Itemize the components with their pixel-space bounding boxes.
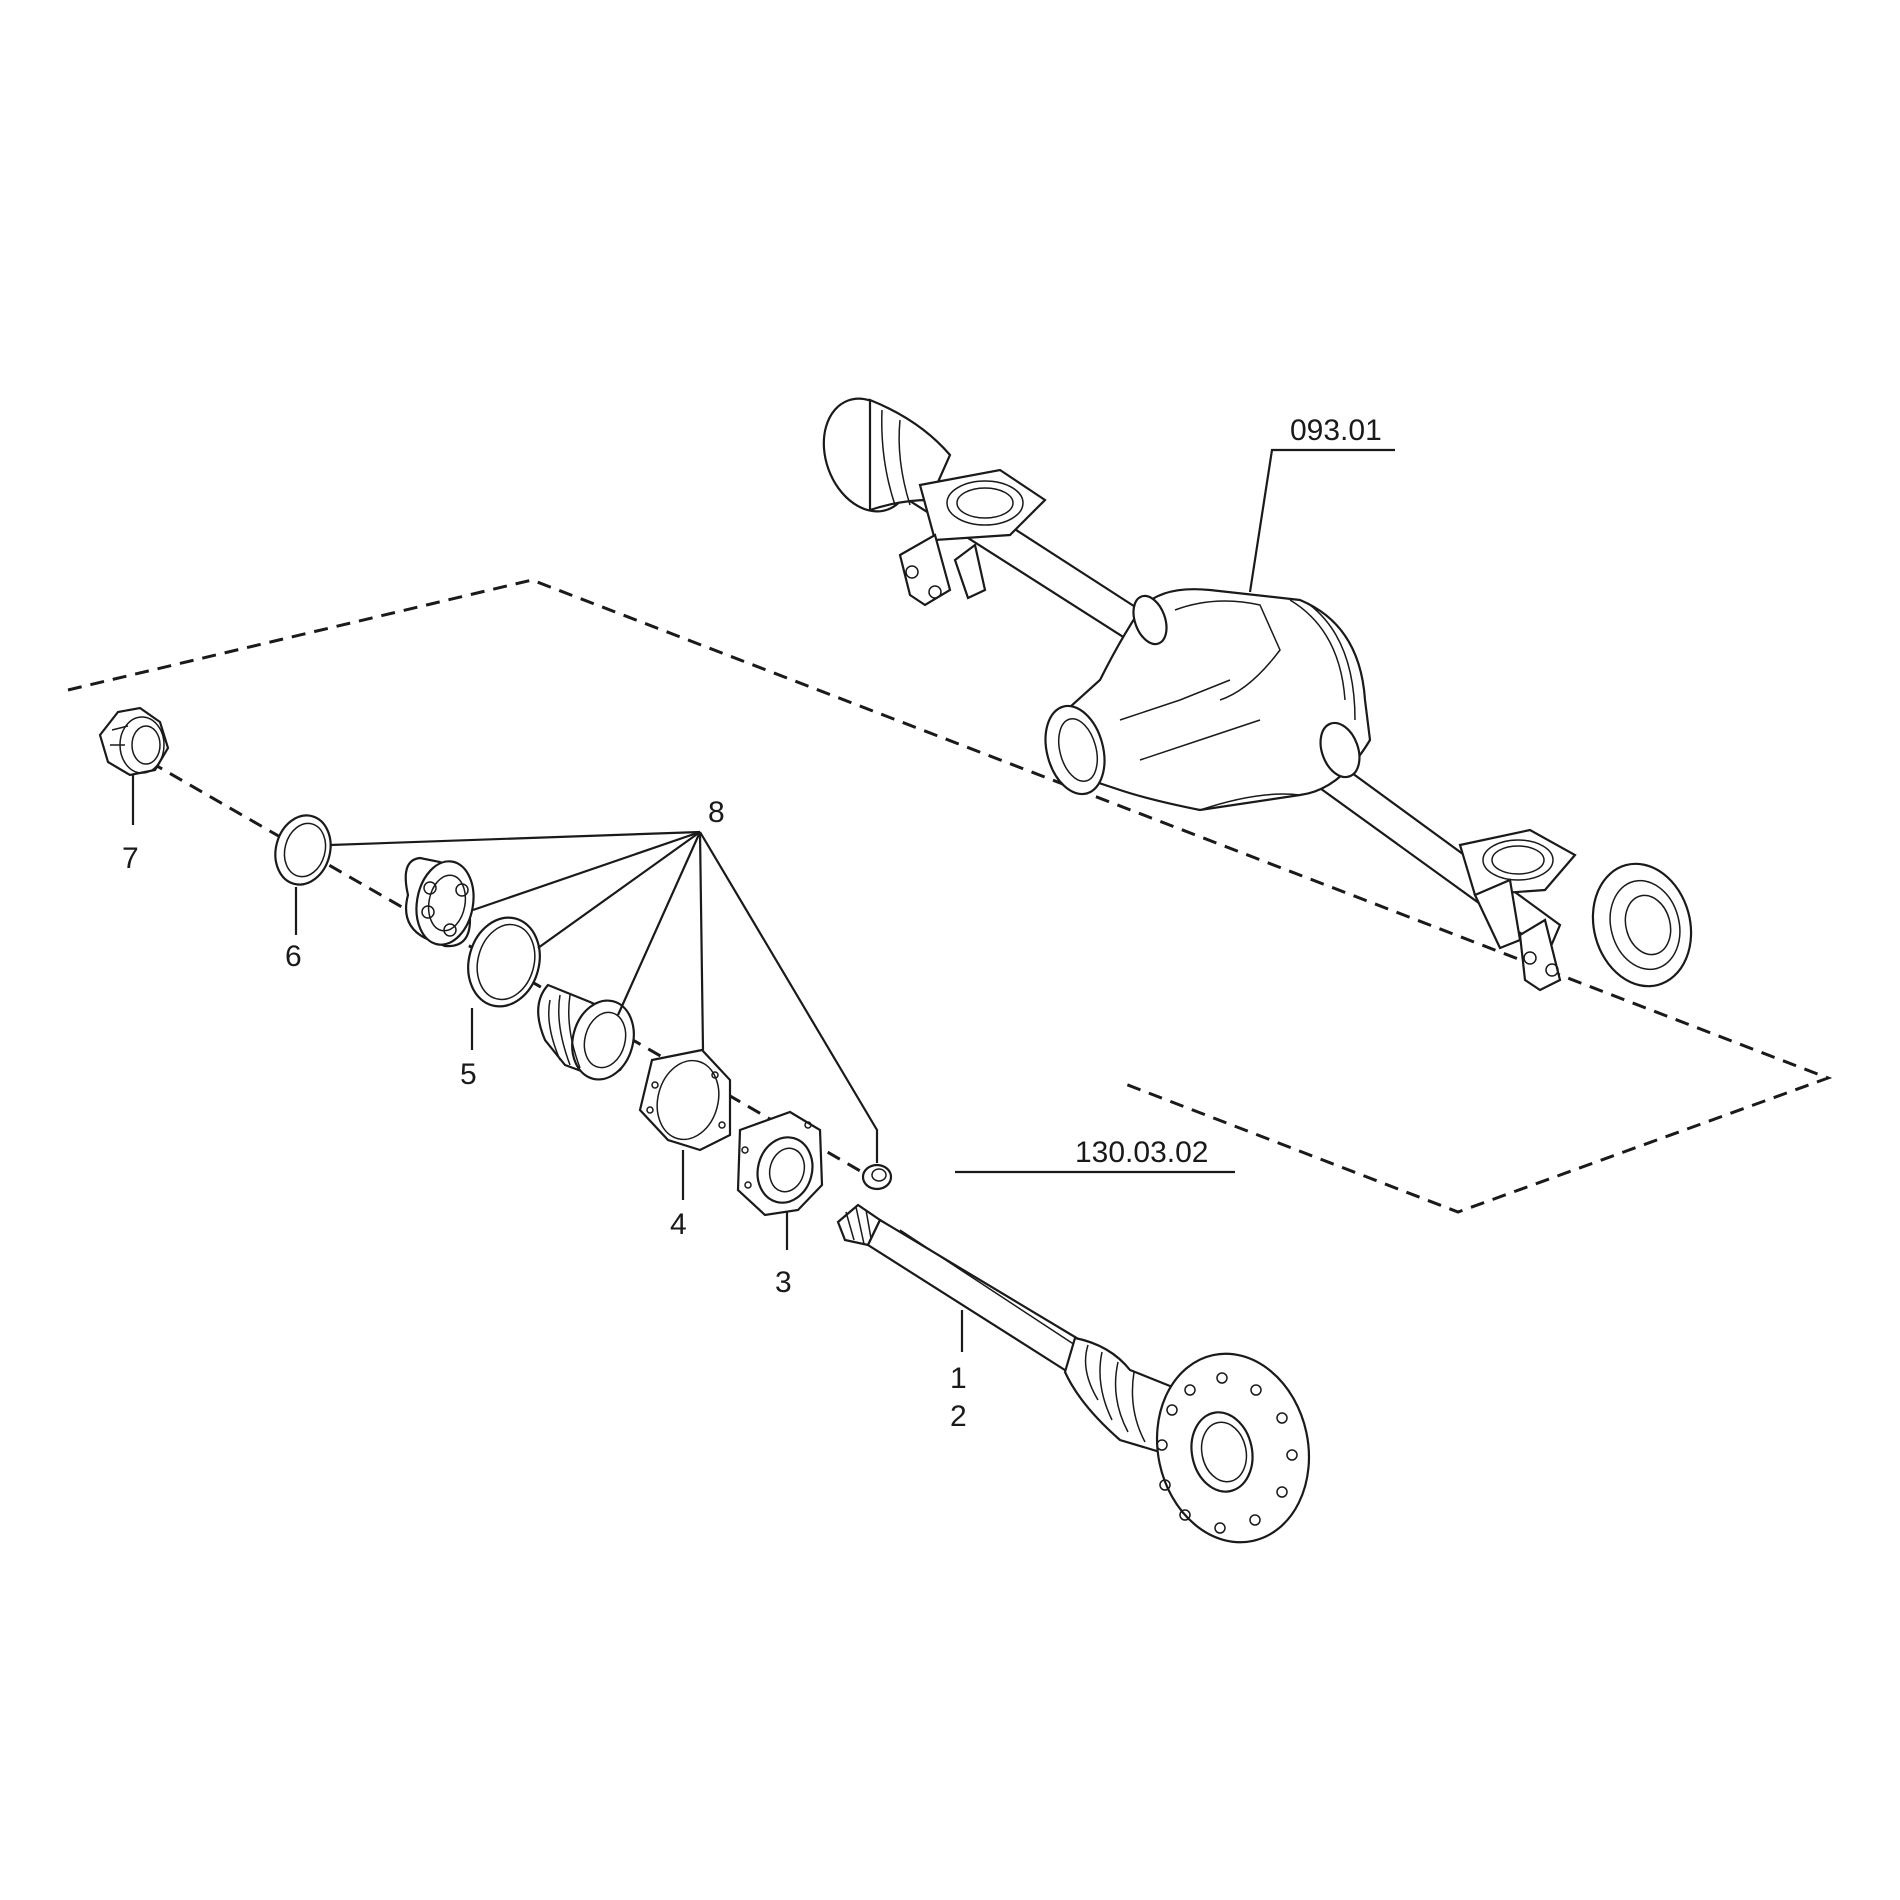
callout-7: 7 xyxy=(122,842,139,875)
callout-8-leaders xyxy=(329,830,879,1163)
part-small-bushing xyxy=(861,1163,893,1191)
part-6-snap-ring xyxy=(274,814,332,886)
part-3-bearing-retainer xyxy=(736,1110,824,1217)
callout-1: 1 xyxy=(950,1362,967,1395)
ref-axle-leader xyxy=(1248,448,1395,593)
callout-8: 8 xyxy=(708,796,725,829)
part-4-gasket-plate xyxy=(638,1048,732,1152)
ref-shaft-label: 130.03.02 xyxy=(1075,1136,1208,1169)
callout-2: 2 xyxy=(950,1400,967,1433)
part-5-seal-ring xyxy=(467,916,541,1008)
callout-4: 4 xyxy=(670,1208,687,1241)
dashed-assembly-boundary xyxy=(67,578,1833,1214)
part-bearing xyxy=(404,856,475,948)
part-7-castle-nut xyxy=(98,706,170,777)
part-spacer-sleeve xyxy=(537,983,635,1081)
ref-axle-label: 093.01 xyxy=(1290,414,1382,447)
callout-3: 3 xyxy=(775,1266,792,1299)
part-1-2-axle-shaft xyxy=(836,1203,1311,1544)
callout-5: 5 xyxy=(460,1058,477,1091)
callout-6: 6 xyxy=(285,940,302,973)
axle-housing xyxy=(822,397,1693,992)
